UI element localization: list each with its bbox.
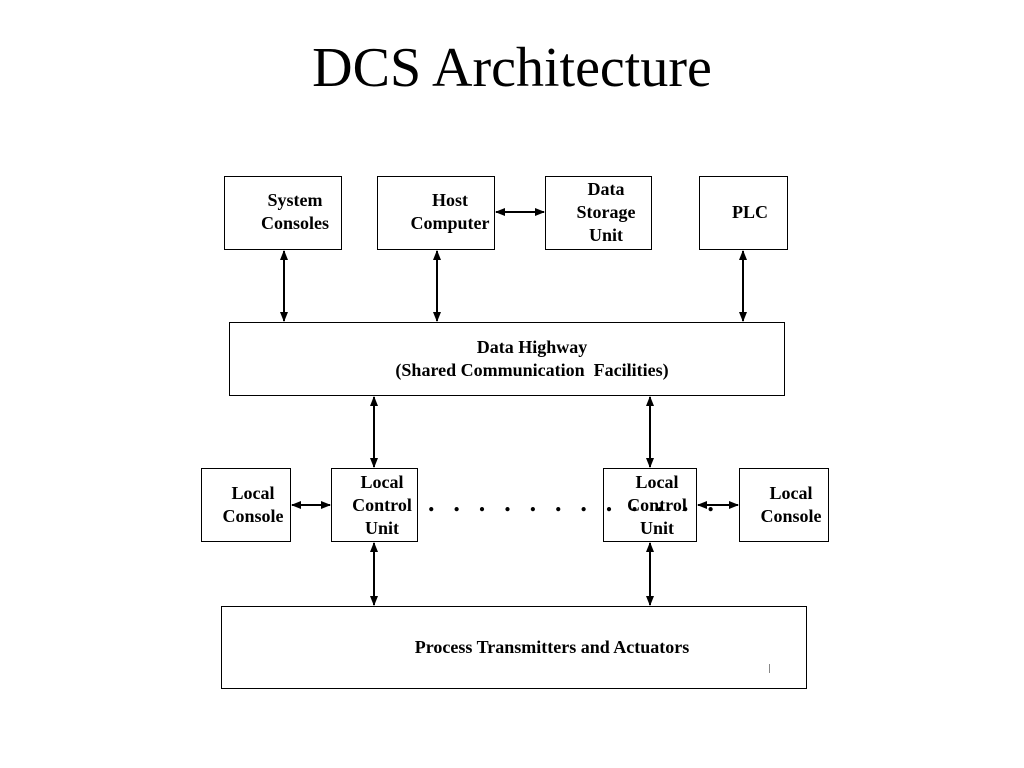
local-control-unit-left-box: Local Control Unit bbox=[331, 468, 418, 542]
plc-box: PLC bbox=[699, 176, 788, 250]
local-console-right-box: Local Console bbox=[739, 468, 829, 542]
small-tick-mark bbox=[769, 664, 770, 673]
data-highway-box: Data Highway (Shared Communication Facil… bbox=[229, 322, 785, 396]
local-control-unit-right-label: Local Control Unit bbox=[627, 472, 687, 538]
process-label: Process Transmitters and Actuators bbox=[414, 637, 690, 657]
local-control-unit-left-label: Local Control Unit bbox=[352, 472, 412, 538]
local-control-unit-right-box: Local Control Unit bbox=[603, 468, 697, 542]
local-console-left-label: Local Console bbox=[222, 483, 284, 526]
page-title: DCS Architecture bbox=[312, 37, 712, 99]
host-computer-box: Host Computer bbox=[377, 176, 495, 250]
local-console-right-label: Local Console bbox=[760, 483, 822, 526]
data-highway-label: Data Highway (Shared Communication Facil… bbox=[395, 337, 669, 380]
plc-label: PLC bbox=[732, 202, 768, 222]
system-consoles-label: System Consoles bbox=[260, 190, 329, 233]
data-storage-unit-box: Data Storage Unit bbox=[545, 176, 652, 250]
system-consoles-box: System Consoles bbox=[224, 176, 342, 250]
host-computer-label: Host Computer bbox=[410, 190, 490, 233]
process-box: Process Transmitters and Actuators bbox=[221, 606, 807, 689]
local-console-left-box: Local Console bbox=[201, 468, 291, 542]
data-storage-unit-label: Data Storage Unit bbox=[576, 179, 636, 245]
